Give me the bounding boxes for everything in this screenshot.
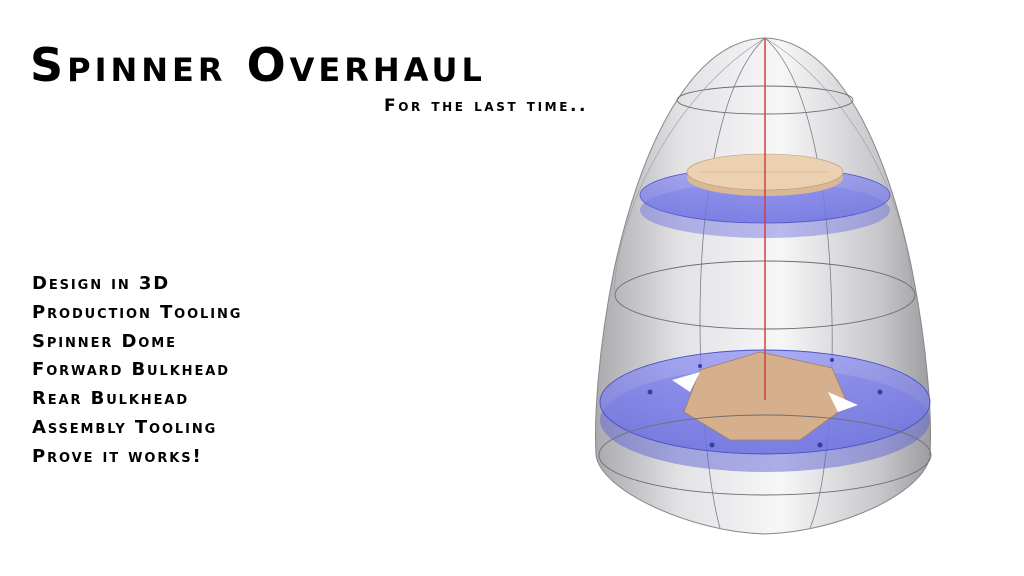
agenda-item: Prove it works! (32, 445, 203, 467)
spinner-dome-render (595, 37, 932, 535)
agenda-item: Design in 3D (32, 273, 171, 294)
agenda-item: Rear Bulkhead (32, 388, 190, 410)
agenda-item: Forward Bulkhead (32, 359, 230, 381)
slide-subtitle: For the last time.. (384, 96, 589, 116)
agenda-list: Design in 3D Production Tooling Spinner … (32, 270, 242, 472)
agenda-item: Production Tooling (32, 301, 243, 323)
agenda-item: Assembly Tooling (32, 416, 218, 438)
agenda-item: Spinner Dome (32, 330, 177, 352)
slide-title: Spinner Overhaul (30, 38, 486, 92)
